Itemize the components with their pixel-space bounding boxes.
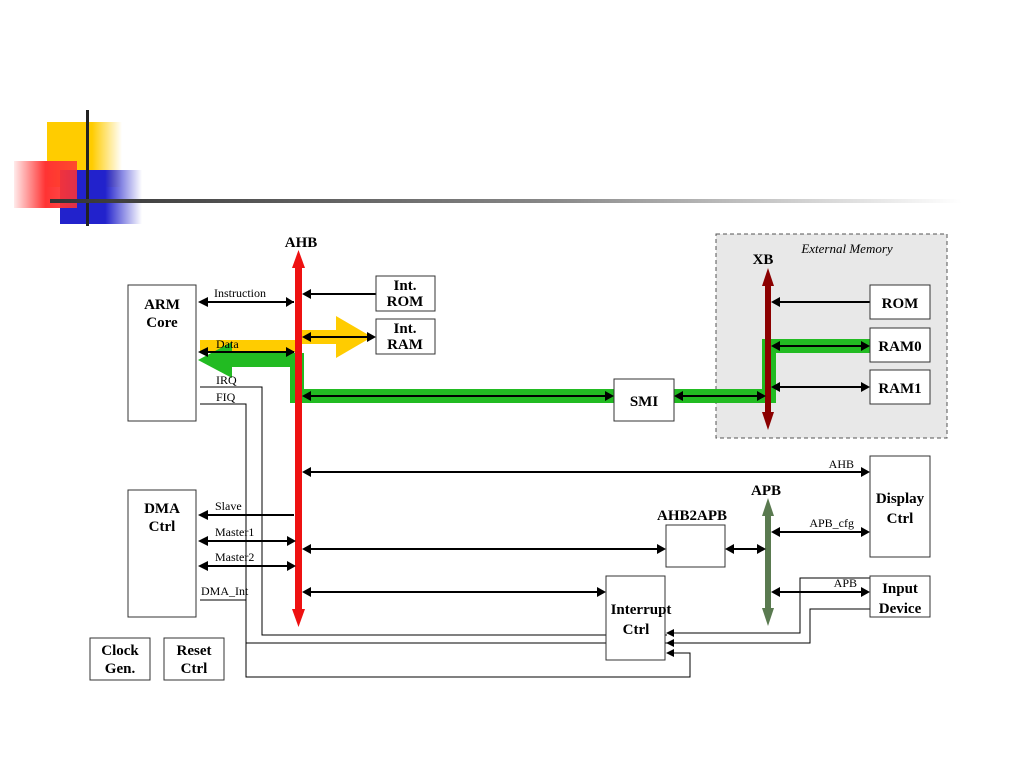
ahb2apb-label: AHB2APB: [657, 508, 727, 524]
arm-core-label-2: Core: [146, 315, 178, 331]
int-rom-block: Int. ROM: [375, 275, 436, 312]
ahb2apb-block: AHB2APB: [657, 508, 727, 568]
input-device-block: Input Device: [869, 575, 931, 618]
signal-apb-cfg: APB_cfg: [809, 516, 854, 530]
clock-gen-label-2: Gen.: [105, 661, 136, 677]
int-rom-label-2: ROM: [387, 294, 424, 310]
fiq-wire: [200, 403, 667, 644]
xb-bus-label: XB: [753, 252, 774, 268]
signal-apb: APB: [834, 576, 857, 590]
deco-vertical-line: [86, 110, 89, 226]
ext-ram1-block: RAM1: [869, 369, 931, 405]
signal-master2: Master2: [215, 550, 254, 564]
apb-bus-label: APB: [751, 483, 781, 499]
interrupt-ctrl-label-2: Ctrl: [623, 622, 650, 638]
signal-fiq: FIQ: [216, 390, 236, 404]
int-ram-label-1: Int.: [394, 321, 417, 337]
int-rom-label-1: Int.: [394, 278, 417, 294]
int-ram-block: Int. RAM: [375, 318, 436, 355]
arm-core-block: ARM Core: [127, 284, 197, 422]
reset-ctrl-label-2: Ctrl: [181, 661, 208, 677]
int-ram-label-2: RAM: [387, 337, 423, 353]
display-ctrl-label-1: Display: [876, 491, 925, 507]
input-device-label-2: Device: [879, 601, 922, 617]
xb-bus: XB: [753, 252, 774, 430]
interrupt-wires: [200, 386, 870, 678]
external-memory-label: External Memory: [800, 241, 893, 256]
arm-core-label-1: ARM: [144, 297, 180, 313]
signal-instruction: Instruction: [214, 286, 266, 300]
display-ctrl-block: Display Ctrl: [869, 455, 931, 558]
ext-ram0-label: RAM0: [878, 339, 921, 355]
signal-master1: Master1: [215, 525, 254, 539]
input-device-label-1: Input: [882, 581, 918, 597]
signal-irq: IRQ: [216, 373, 237, 387]
irq-wire: [200, 386, 667, 636]
ahb-bus: AHB: [285, 235, 318, 627]
signal-labels: Instruction Data IRQ FIQ Slave Master1 M…: [201, 286, 857, 598]
display-int-wire: [667, 577, 870, 634]
signal-slave: Slave: [215, 499, 242, 513]
interrupt-ctrl-block: Interrupt Ctrl: [605, 575, 672, 661]
clock-gen-block: Clock Gen.: [89, 637, 151, 681]
signal-dma-int: DMA_Int: [201, 584, 249, 598]
interrupt-ctrl-label-1: Interrupt: [611, 602, 672, 618]
dma-ctrl-label-2: Ctrl: [149, 519, 176, 535]
ahb-bus-label: AHB: [285, 235, 318, 251]
dma-ctrl-label-1: DMA: [144, 501, 180, 517]
signal-data: Data: [216, 337, 239, 351]
smi-block: SMI: [613, 378, 675, 422]
display-ctrl-label-2: Ctrl: [887, 511, 914, 527]
reset-ctrl-block: Reset Ctrl: [163, 637, 225, 681]
smi-label: SMI: [630, 394, 659, 410]
connection-arrows: [198, 289, 870, 597]
input-int-wire: [667, 608, 870, 644]
ext-rom-label: ROM: [882, 296, 919, 312]
apb-bus: APB: [751, 483, 781, 626]
ext-ram0-block: RAM0: [869, 327, 931, 363]
data-path-horizontal: [230, 353, 296, 367]
ext-rom-block: ROM: [869, 284, 931, 320]
header-decoration: [14, 110, 962, 226]
dma-int-wire: [200, 599, 691, 678]
clock-gen-label-1: Clock: [101, 643, 139, 659]
ext-ram1-label: RAM1: [878, 381, 921, 397]
reset-ctrl-label-1: Reset: [177, 643, 212, 659]
dma-ctrl-block: DMA Ctrl: [127, 489, 197, 618]
signal-ahb: AHB: [829, 457, 854, 471]
instr-path-horizontal: [200, 340, 296, 352]
deco-horizontal-rule: [50, 199, 962, 203]
